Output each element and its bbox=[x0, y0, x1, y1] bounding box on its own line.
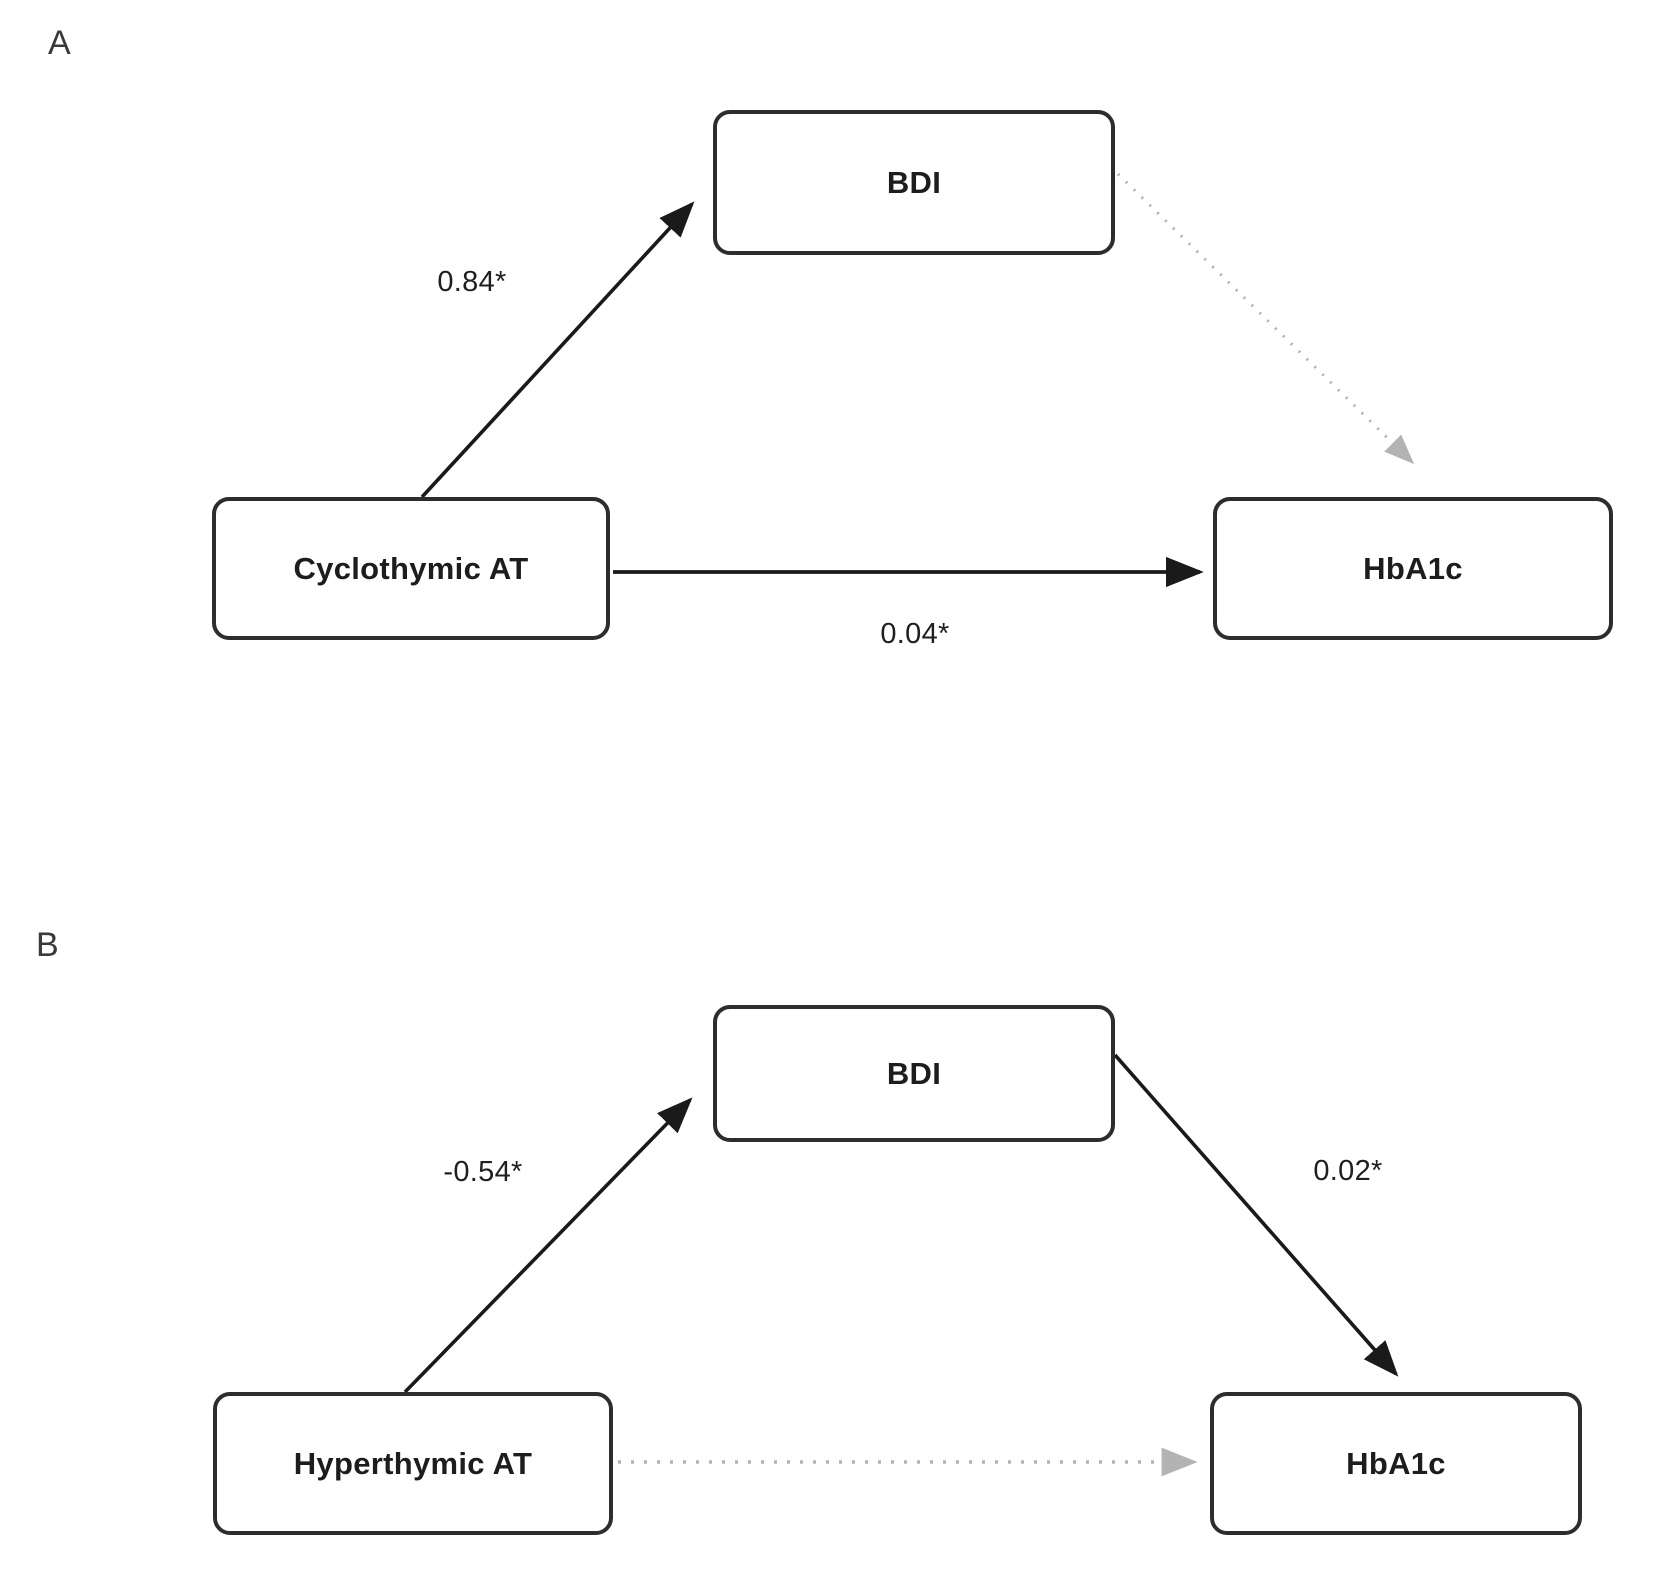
panel-b-coefficient-mediator-to-outcome: 0.02* bbox=[1313, 1155, 1383, 1187]
panel-a-coefficient-predictor-to-outcome: 0.04* bbox=[880, 618, 950, 650]
panel-b-coefficient-predictor-to-mediator: -0.54* bbox=[443, 1156, 523, 1188]
panel-b-node-hyperthymic-at-label: Hyperthymic AT bbox=[293, 1445, 533, 1481]
panel-a-node-hba1c: HbA1c bbox=[1213, 497, 1613, 640]
panelA-path-mediator-to-outcome-dotted-arrow bbox=[1116, 172, 1415, 465]
panel-b-node-hyperthymic-at: Hyperthymic AT bbox=[213, 1392, 613, 1535]
panel-a-letter: A bbox=[48, 24, 72, 62]
panelB-path-mediator-to-outcome-arrow bbox=[1113, 1053, 1399, 1377]
panel-a-node-hba1c-label: HbA1c bbox=[1363, 550, 1463, 586]
panel-a-node-bdi: BDI bbox=[713, 110, 1115, 255]
panel-a-coefficient-predictor-to-mediator: 0.84* bbox=[437, 266, 507, 298]
panel-a-node-cyclothymic-at-label: Cyclothymic AT bbox=[293, 550, 529, 586]
panel-b-node-bdi-label: BDI bbox=[886, 1055, 942, 1091]
panel-a-node-bdi-label: BDI bbox=[886, 164, 942, 200]
panel-a-node-cyclothymic-at: Cyclothymic AT bbox=[212, 497, 610, 640]
panelA-path-predictor-to-mediator-arrow bbox=[420, 201, 695, 499]
panelB-path-predictor-to-mediator-arrow bbox=[403, 1097, 693, 1394]
panel-b-node-hba1c: HbA1c bbox=[1210, 1392, 1582, 1535]
panel-b-letter: B bbox=[36, 926, 60, 964]
panel-b-node-hba1c-label: HbA1c bbox=[1346, 1445, 1446, 1481]
panel-b-node-bdi: BDI bbox=[713, 1005, 1115, 1142]
